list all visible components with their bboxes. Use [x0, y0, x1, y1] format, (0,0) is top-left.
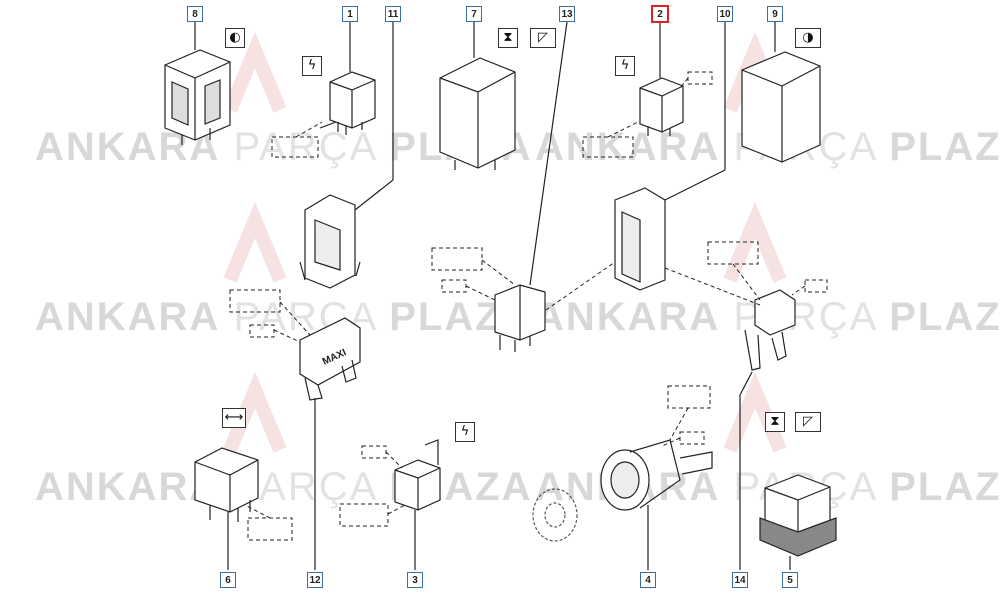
hourglass-icon: ⧗ — [498, 28, 518, 48]
relay-1[interactable] — [319, 22, 376, 135]
relay-3[interactable] — [394, 439, 441, 570]
headlamp-icon: ◐ — [225, 28, 245, 48]
callout-12[interactable]: 12 — [307, 572, 323, 588]
callout-5[interactable]: 5 — [782, 572, 798, 588]
wiper-icon: ◸ — [530, 28, 556, 48]
mini-fuse-14[interactable] — [739, 289, 796, 570]
lightning-icon: ϟ — [302, 56, 322, 76]
dashed-leaders — [244, 77, 806, 519]
callout-9[interactable]: 9 — [767, 6, 783, 22]
relay-6[interactable] — [194, 447, 259, 570]
callout-7[interactable]: 7 — [466, 6, 482, 22]
relay-2[interactable] — [639, 22, 684, 136]
callout-2-selected[interactable]: 2 — [651, 5, 669, 23]
arrows-icon: ⟷ — [222, 408, 246, 428]
callout-6[interactable]: 6 — [220, 572, 236, 588]
wiper-icon: ◸ — [795, 412, 821, 432]
lightning-icon: ϟ — [615, 56, 635, 76]
module-9[interactable] — [741, 22, 821, 163]
relay-5[interactable] — [759, 474, 837, 570]
relay-holder-11[interactable] — [299, 22, 394, 289]
relay-8[interactable] — [164, 22, 231, 145]
callout-3[interactable]: 3 — [407, 572, 423, 588]
round-unit-4[interactable] — [532, 439, 713, 570]
callout-10[interactable]: 10 — [717, 6, 733, 22]
lightning-icon: ϟ — [455, 422, 475, 442]
callout-11[interactable]: 11 — [385, 6, 401, 22]
fuse-holder-13[interactable] — [494, 21, 568, 352]
callout-1[interactable]: 1 — [342, 6, 358, 22]
module-7[interactable] — [439, 22, 516, 170]
maxi-fuse-12[interactable] — [299, 317, 361, 570]
callout-4[interactable]: 4 — [640, 572, 656, 588]
callout-8[interactable]: 8 — [187, 6, 203, 22]
headlamp-washer-icon: ◑ — [795, 28, 821, 48]
callout-14[interactable]: 14 — [732, 572, 748, 588]
callout-13[interactable]: 13 — [559, 6, 575, 22]
hourglass-icon: ⧗ — [765, 412, 785, 432]
connector-10[interactable] — [614, 22, 726, 291]
